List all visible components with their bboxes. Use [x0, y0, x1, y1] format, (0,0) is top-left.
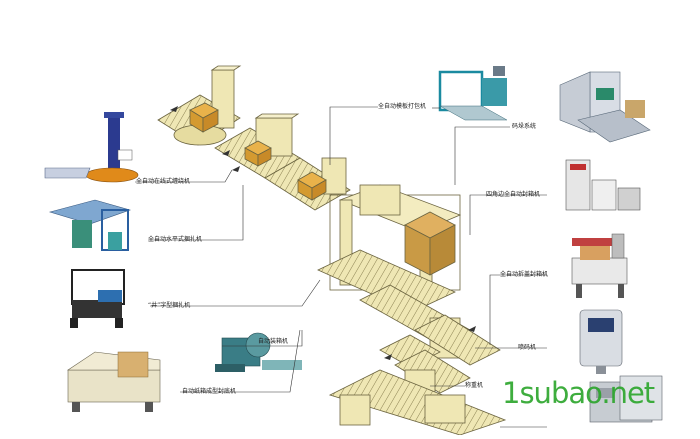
main-conveyor — [157, 65, 507, 436]
label-well-strapper: “井”字型捆扎机 — [148, 302, 191, 309]
watermark: 1subao.net — [502, 376, 655, 410]
check-weigher-machine — [589, 375, 663, 423]
label-four-corner-sealer: 四角边全自动封箱机 — [486, 191, 541, 198]
four-corner-sealer-machine — [565, 159, 641, 211]
label-coder: 喷码机 — [518, 344, 537, 351]
label-case-packer: 自动装箱机 — [258, 338, 289, 345]
palletizer-machine — [559, 71, 651, 143]
label-stretch-wrapper: 全自动在线式缠绕机 — [136, 178, 191, 185]
label-check-weigher: 称重机 — [465, 382, 484, 389]
label-horizontal-strapper: 全自动水平式捆扎机 — [148, 236, 203, 243]
case-erector-machine — [67, 351, 161, 412]
flow-arrows — [170, 106, 476, 360]
case-packer-machine — [215, 332, 302, 372]
horizontal-strapper-machine — [48, 199, 131, 251]
board-strapper-machine — [438, 66, 508, 121]
label-palletizer: 码垛系统 — [512, 123, 537, 130]
leader-lines — [135, 106, 547, 428]
coder-machine — [579, 309, 623, 374]
label-board-strapper: 全自动模板打包机 — [378, 103, 427, 110]
well-strapper-machine — [70, 269, 125, 328]
label-case-erector: 自动纸箱成型封底机 — [182, 388, 237, 395]
flap-sealer-machine — [571, 233, 628, 298]
stretch-wrapper-machine — [44, 112, 139, 183]
label-flap-sealer: 全自动折盖封箱机 — [500, 271, 549, 278]
